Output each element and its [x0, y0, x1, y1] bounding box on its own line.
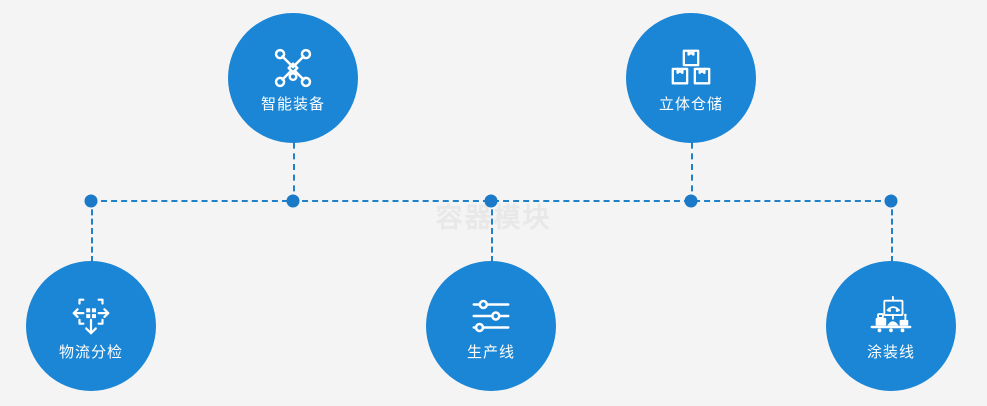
node-label: 智能装备 — [260, 95, 325, 113]
sliders-icon — [468, 293, 514, 339]
stacked-boxes-icon — [668, 45, 714, 91]
connector-production-line — [491, 200, 493, 262]
painting-machine-icon — [868, 293, 914, 339]
sorting-arrows-icon — [68, 293, 114, 339]
connector-logistics-sorting — [91, 200, 93, 262]
network-nodes-icon — [270, 45, 316, 91]
node-stereo-warehouse[interactable]: 立体仓储 — [626, 13, 756, 143]
node-smart-equipment[interactable]: 智能装备 — [228, 13, 358, 143]
connector-painting-line — [891, 200, 893, 262]
node-label: 立体仓储 — [658, 95, 723, 113]
node-production-line[interactable]: 生产线 — [426, 261, 556, 391]
node-label: 生产线 — [466, 343, 515, 361]
node-label: 物流分检 — [58, 343, 123, 361]
node-painting-line[interactable]: 涂装线 — [826, 261, 956, 391]
node-label: 涂装线 — [866, 343, 915, 361]
junction-dot — [84, 194, 98, 208]
junction-dot — [684, 194, 698, 208]
junction-dot — [286, 194, 300, 208]
junction-dot — [884, 194, 898, 208]
connector-stereo-warehouse — [691, 132, 693, 202]
junction-dot — [484, 194, 498, 208]
connector-smart-equipment — [293, 132, 295, 202]
node-logistics-sorting[interactable]: 物流分检 — [26, 261, 156, 391]
